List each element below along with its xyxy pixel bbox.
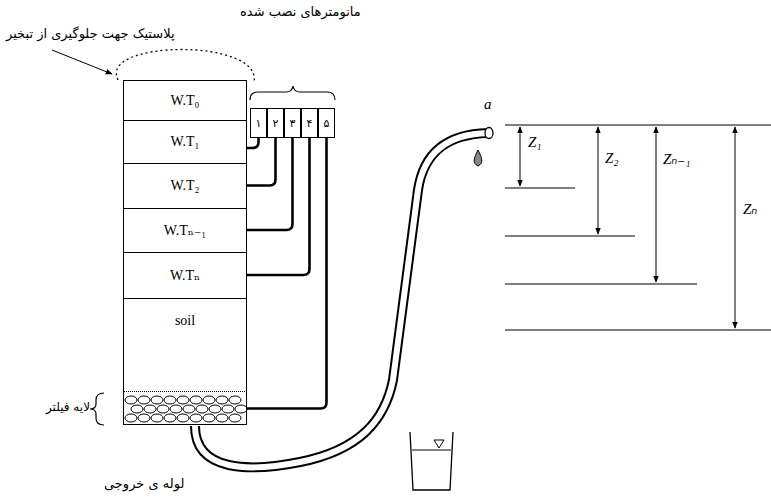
manometer-number: ۳ — [290, 117, 296, 130]
plastic-cover — [116, 50, 254, 83]
pebble — [177, 396, 189, 404]
outlet-pipe — [195, 133, 488, 467]
pebble — [235, 405, 247, 413]
manometer: ۲ — [267, 108, 284, 138]
pebble — [170, 405, 182, 413]
beaker — [410, 432, 453, 490]
manometer-number: ۵ — [324, 117, 330, 130]
water-table-layer: W.T₂ — [123, 163, 247, 208]
water-table-layer: W.Tₙ₋₁ — [123, 208, 247, 252]
manometer-tube — [247, 138, 259, 148]
dimension-label: Z₂ — [605, 150, 619, 167]
pebble — [203, 396, 215, 404]
water-table-layer: W.T₁ — [123, 120, 247, 163]
soil-layer: soil — [123, 298, 247, 392]
layer-label: W.T₂ — [171, 178, 200, 194]
dimension-arrow — [735, 127, 736, 328]
dimension-label: Zₙ — [743, 200, 757, 218]
layer-label: W.Tₙ₋₁ — [164, 222, 206, 239]
manometer: ۳ — [284, 108, 301, 138]
water-table-layer: W.Tₙ — [123, 252, 247, 298]
dimension-arrow — [598, 127, 599, 234]
level-line — [505, 283, 697, 284]
manometer-bracket — [250, 86, 335, 100]
manometer-tube — [247, 138, 310, 275]
water-drop — [474, 150, 482, 166]
pebble — [144, 405, 156, 413]
pebble — [183, 405, 195, 413]
water-level-symbol — [434, 440, 444, 448]
manometer-number: ۴ — [307, 117, 313, 130]
dimension-arrow — [656, 127, 657, 282]
filter-layer: لایه فیلتر — [123, 392, 247, 425]
manometer-tube — [247, 138, 327, 409]
layer-label: W.Tₙ — [170, 267, 200, 284]
water-level — [412, 450, 451, 451]
reference-line — [505, 124, 771, 125]
pebble — [164, 414, 176, 422]
manometer: ۱ — [250, 108, 267, 138]
pebble — [138, 414, 150, 422]
dimension-label: Zₙ₋₁ — [663, 150, 690, 168]
pebble — [209, 405, 221, 413]
pebble — [216, 396, 228, 404]
manometer-number: ۲ — [273, 117, 279, 130]
pebble — [190, 396, 202, 404]
caption-heading: مانومترهای نصب شده — [240, 4, 361, 19]
water-table-layer: W.T₀ — [123, 80, 247, 120]
pebble — [125, 396, 137, 404]
pebble — [229, 396, 241, 404]
level-line — [505, 187, 575, 188]
outlet-pipe-inner — [195, 133, 488, 467]
layer-label: W.T₁ — [171, 134, 200, 150]
layer-label: W.T₀ — [171, 93, 200, 109]
point-label: a — [484, 96, 492, 113]
manometer: ۴ — [301, 108, 318, 138]
pebble — [131, 405, 143, 413]
pebble — [138, 396, 150, 404]
annotation: پلاستیک جهت جلوگیری از تبخیر — [6, 26, 175, 41]
manometer-tube — [247, 138, 293, 230]
filter-pebbles — [125, 396, 247, 422]
dimension-arrow — [520, 127, 521, 186]
pebble — [151, 396, 163, 404]
pebble — [229, 414, 241, 422]
pebble — [157, 405, 169, 413]
pebble — [216, 414, 228, 422]
filter-label: لایه فیلتر — [46, 400, 90, 414]
level-line — [505, 235, 635, 236]
leader-arrow — [52, 50, 112, 74]
layer-label: soil — [175, 313, 195, 329]
annotation: لوله ی خروجی — [104, 476, 184, 491]
pebble — [177, 414, 189, 422]
filter-brace — [90, 393, 104, 425]
manometer: ۵ — [318, 108, 335, 138]
pebble — [196, 405, 208, 413]
pipe-opening — [485, 128, 493, 139]
pebble — [222, 405, 234, 413]
pebble — [190, 414, 202, 422]
manometer-number: ۱ — [256, 117, 262, 130]
pebble — [203, 414, 215, 422]
pebble — [125, 414, 137, 422]
pebble — [151, 414, 163, 422]
dimension-label: Z₁ — [528, 134, 542, 151]
pebble — [164, 396, 176, 404]
level-line — [505, 329, 771, 330]
manometer-tube — [247, 138, 276, 186]
